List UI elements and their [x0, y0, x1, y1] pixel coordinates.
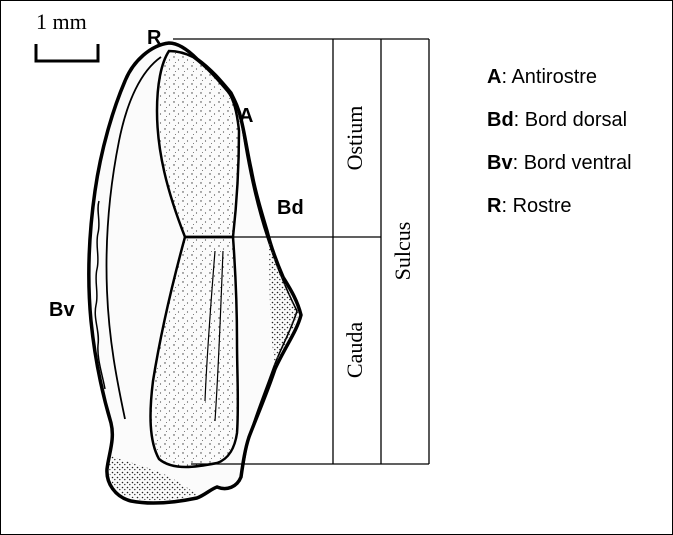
- legend-text: : Rostre: [501, 195, 571, 217]
- legend-text: : Bord ventral: [513, 152, 632, 174]
- legend: A: Antirostre Bd: Bord dorsal Bv: Bord v…: [487, 63, 632, 235]
- ostium-label: Ostium: [342, 106, 367, 171]
- legend-key: R: [487, 195, 501, 217]
- point-label-a: A: [239, 105, 253, 128]
- scale-bar-label: 1 mm: [36, 9, 87, 35]
- legend-text: : Antirostre: [501, 66, 597, 88]
- point-label-bv: Bv: [49, 299, 75, 322]
- legend-key: Bd: [487, 109, 514, 131]
- legend-item: Bv: Bord ventral: [487, 149, 632, 192]
- legend-item: Bd: Bord dorsal: [487, 106, 632, 149]
- point-label-bd: Bd: [277, 197, 304, 220]
- legend-text: : Bord dorsal: [514, 109, 627, 131]
- legend-key: A: [487, 66, 501, 88]
- cauda-label: Cauda: [342, 322, 367, 378]
- scale-bar: [36, 44, 98, 61]
- sulcus-label: Sulcus: [390, 222, 415, 281]
- legend-item: A: Antirostre: [487, 63, 632, 106]
- legend-item: R: Rostre: [487, 192, 632, 235]
- point-label-r: R: [147, 27, 161, 50]
- legend-key: Bv: [487, 152, 513, 174]
